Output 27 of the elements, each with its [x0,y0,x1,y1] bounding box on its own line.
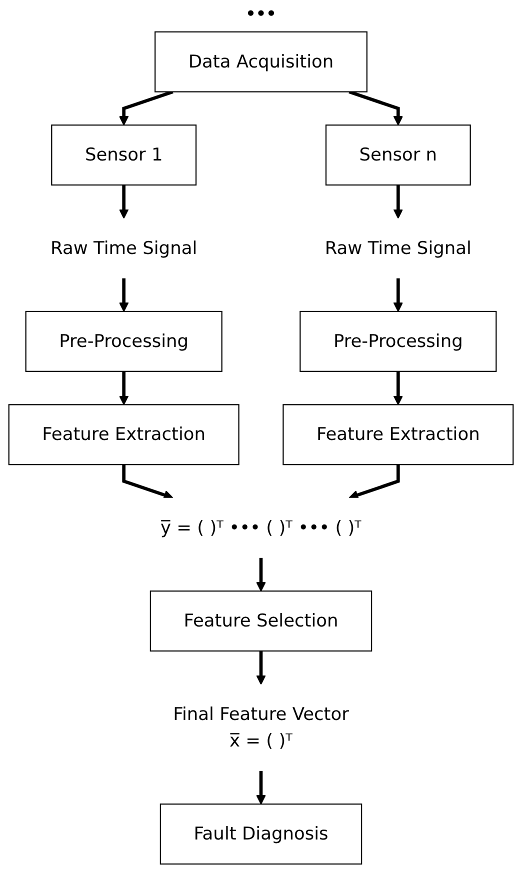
arrow [122,464,174,500]
node-box: Data Acquisition [154,31,368,92]
node-box: Feature Extraction [282,404,514,466]
node-text: Raw Time Signal [50,237,198,258]
arrow [256,770,266,805]
arrow [256,650,266,685]
arrow [118,371,129,406]
arrow [348,90,404,126]
node-box: Fault Diagnosis [160,804,362,865]
node-box: Pre-Processing [25,310,222,372]
node-box: Sensor n [325,124,471,186]
arrow [256,558,266,592]
node-box: Feature Extraction [8,404,240,466]
arrow [393,185,404,219]
arrow [118,90,174,126]
arrow [118,185,129,219]
node-box: Sensor 1 [51,124,197,186]
node-text: Final Feature Vector x̅ = ( )ᵀ [173,703,349,751]
node-box: Pre-Processing [300,310,497,372]
ellipsis-label: ••• [246,4,276,23]
arrow [393,371,404,406]
node-box: Feature Selection [150,590,372,652]
node-text: y̅ = ( )ᵀ ••• ( )ᵀ ••• ( )ᵀ [160,516,362,538]
node-text: Raw Time Signal [324,237,472,258]
arrow [118,278,129,312]
arrow [393,278,404,312]
arrow [348,464,400,500]
